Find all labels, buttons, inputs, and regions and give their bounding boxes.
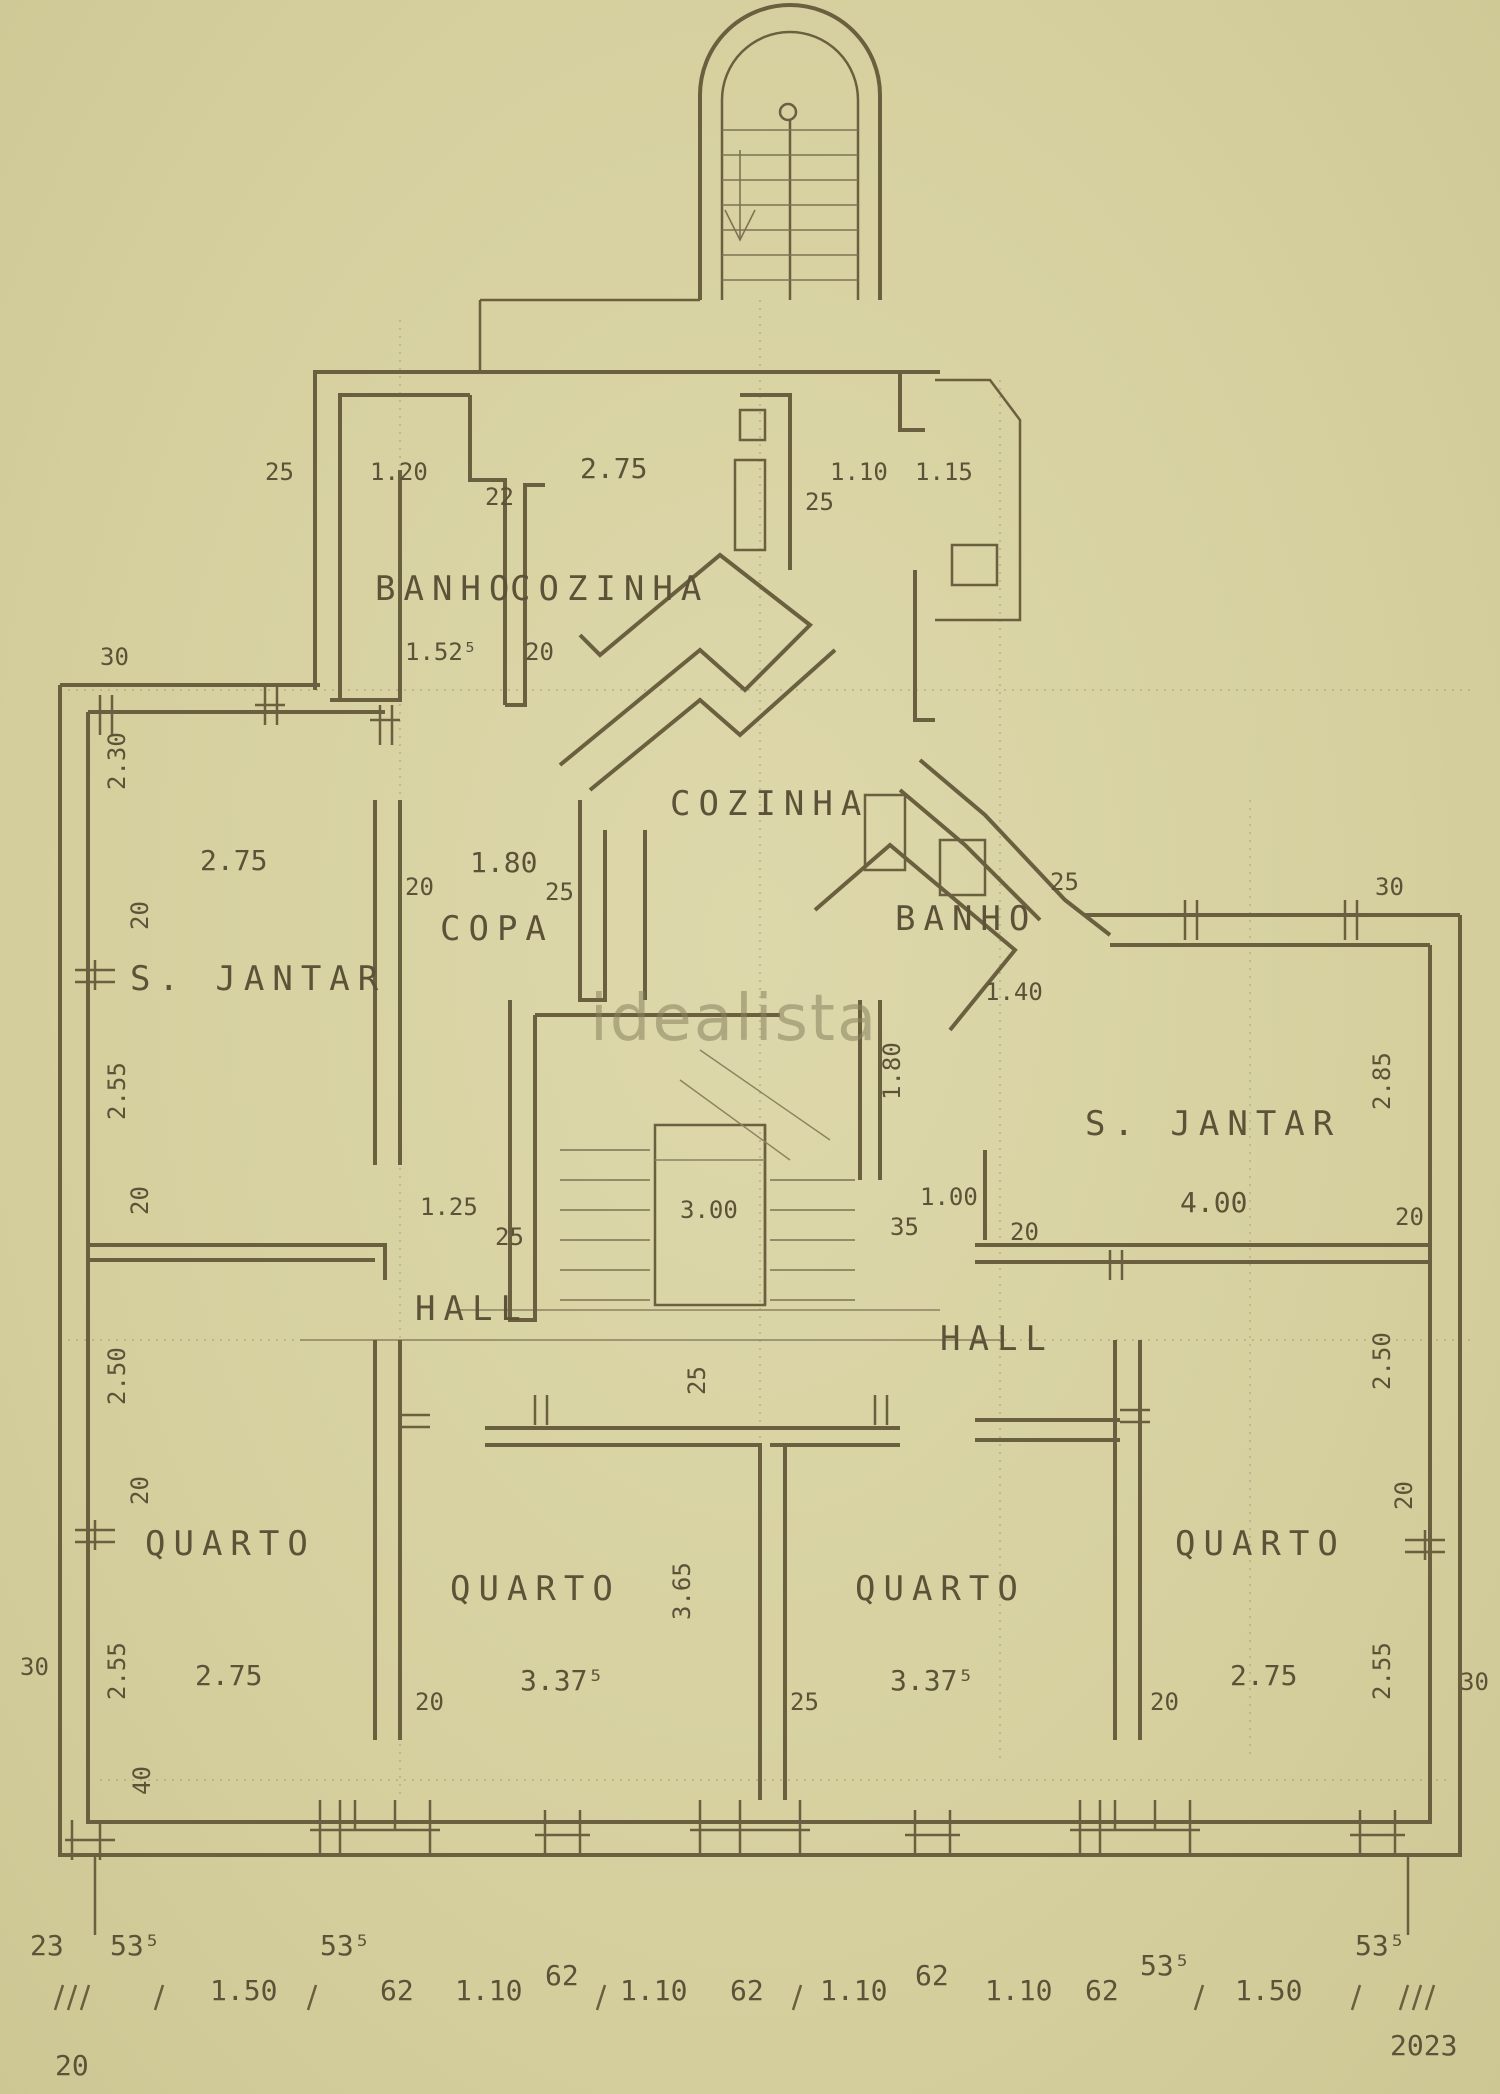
dim-label: 25 [495, 1223, 524, 1251]
label-copa: COPA [440, 909, 554, 949]
dim-label: 2.75 [580, 452, 647, 485]
dim-label: 30 [100, 643, 129, 671]
tower-treads [722, 129, 858, 281]
dim-label: 2.55 [103, 1642, 131, 1700]
chain-label: 62 [1085, 1974, 1119, 2007]
dim-label: 20 [1010, 1218, 1039, 1246]
dim-label: 25 [545, 878, 574, 906]
dim-label: 20 [415, 1688, 444, 1716]
dim-label: 20 [1390, 1481, 1418, 1510]
dim-label: 25 [265, 458, 294, 486]
dim-label: 40 [128, 1766, 156, 1795]
dim-label: 4.00 [1180, 1186, 1247, 1219]
dim-label: 2.75 [1230, 1659, 1297, 1692]
dim-label: 1.15 [915, 458, 973, 486]
facade-piers [65, 1800, 1410, 1935]
label-cozinha-top: COZINHA [510, 569, 709, 609]
dim-label: 30 [1375, 873, 1404, 901]
dim-label: 25 [805, 488, 834, 516]
dim-label: 20 [126, 901, 154, 930]
dim-label: 3.00 [680, 1196, 738, 1224]
dim-label: 1.25 [420, 1193, 478, 1221]
label-hall-left: HALL [415, 1289, 529, 1329]
chain-label: 1.50 [210, 1974, 277, 2007]
dim-label: 2.75 [200, 844, 267, 877]
dim-label: 35 [890, 1213, 919, 1241]
chain-label: 1.50 [1235, 1974, 1302, 2007]
dim-label: 1.40 [985, 978, 1043, 1006]
label-quarto-1: QUARTO [145, 1524, 316, 1564]
chain-label: 62 [915, 1959, 949, 1992]
dim-label: 3.37⁵ [520, 1664, 604, 1697]
central-stair [508, 1000, 855, 1322]
label-quarto-3: QUARTO [855, 1569, 1026, 1609]
label-quarto-4: QUARTO [1175, 1524, 1346, 1564]
label-s-jantar-left: S. JANTAR [130, 959, 386, 999]
dim-label: 3.37⁵ [890, 1664, 974, 1697]
chain-label: 20 [55, 2049, 89, 2082]
dim-label: 2.30 [103, 732, 131, 790]
dim-label: 20 [405, 873, 434, 901]
dimension-labels: 25 1.20 2.75 22 1.10 1.15 25 1.52⁵ 20 30… [20, 452, 1489, 1795]
dim-label: 20 [525, 638, 554, 666]
label-quarto-2: QUARTO [450, 1569, 621, 1609]
dim-label: 20 [1395, 1203, 1424, 1231]
label-banho-top: BANHO [375, 569, 517, 609]
dim-label: 2.85 [1368, 1052, 1396, 1110]
dim-label: 3.65 [668, 1562, 696, 1620]
dim-label: 2.75 [195, 1659, 262, 1692]
dim-label: 1.52⁵ [405, 638, 477, 666]
chain-label: 1.10 [620, 1974, 687, 2007]
exterior-walls [58, 683, 1462, 1857]
watermark: idealista [590, 982, 878, 1056]
dim-label: 25 [683, 1366, 711, 1395]
chain-label: 53⁵ [1355, 1929, 1406, 1962]
dim-label: 22 [485, 483, 514, 511]
dim-label: 1.80 [470, 846, 537, 879]
dim-label: 2.50 [1368, 1332, 1396, 1390]
dim-label: 1.20 [370, 458, 428, 486]
dim-label: 20 [1150, 1688, 1179, 1716]
chain-label: 1.10 [820, 1974, 887, 2007]
label-s-jantar-right: S. JANTAR [1085, 1104, 1341, 1144]
dim-label: 20 [126, 1476, 154, 1505]
bottom-dimension-chain: 23 53⁵ 1.50 53⁵ 62 1.10 62 1.10 62 1.10 … [30, 1929, 1457, 2082]
chain-label: 62 [730, 1974, 764, 2007]
chain-label: 2023 [1390, 2029, 1457, 2062]
dim-label: 1.10 [830, 458, 888, 486]
dim-label: 1.00 [920, 1183, 978, 1211]
diagonal-walls [558, 552, 1112, 1180]
chain-label: 23 [30, 1929, 64, 1962]
column-marks [75, 685, 1445, 1560]
chain-label: 53⁵ [320, 1929, 371, 1962]
label-hall-right: HALL [940, 1319, 1054, 1359]
stair-tower [698, 3, 882, 300]
dim-label: 2.55 [1368, 1642, 1396, 1700]
dim-label: 2.50 [103, 1347, 131, 1405]
dim-label: 30 [20, 1653, 49, 1681]
dim-label: 25 [1050, 868, 1079, 896]
dim-label: 2.55 [103, 1062, 131, 1120]
label-cozinha-mid: COZINHA [670, 784, 869, 824]
interior-walls [88, 800, 1430, 1800]
dim-label: 25 [790, 1688, 819, 1716]
dim-label: 1.80 [878, 1042, 906, 1100]
chain-label: 62 [545, 1959, 579, 1992]
chain-label: 1.10 [455, 1974, 522, 2007]
label-banho-right: BANHO [895, 899, 1037, 939]
room-labels: BANHO COZINHA COZINHA BANHO COPA S. JANT… [130, 569, 1346, 1609]
dim-label: 20 [126, 1186, 154, 1215]
top-wing-walls [313, 298, 1022, 722]
chain-label: 53⁵ [110, 1929, 161, 1962]
chain-label: 53⁵ [1140, 1949, 1191, 1982]
chain-label: 62 [380, 1974, 414, 2007]
chain-label: 1.10 [985, 1974, 1052, 2007]
dim-label: 30 [1460, 1668, 1489, 1696]
